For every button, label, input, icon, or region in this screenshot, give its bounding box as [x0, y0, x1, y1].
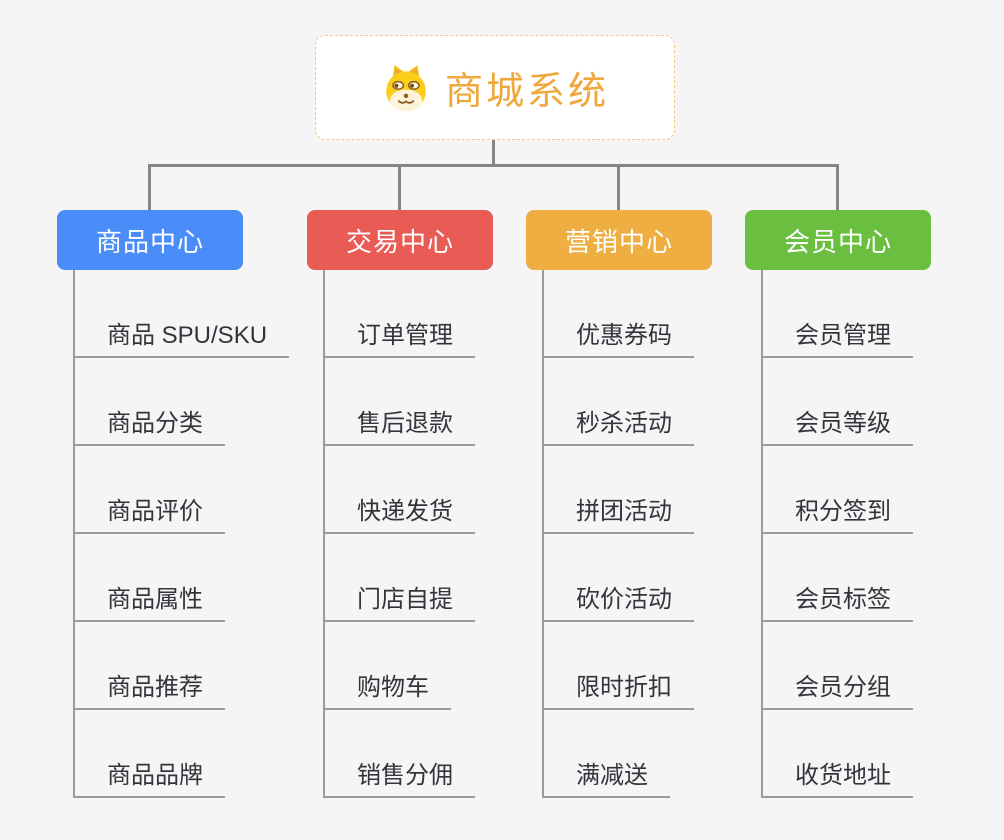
branch-label: 营销中心 — [564, 226, 673, 257]
node-item[interactable]: 门店自提 — [323, 534, 475, 622]
connector-drop-marketing — [617, 164, 620, 211]
node-item[interactable]: 优惠券码 — [542, 270, 694, 358]
node-item[interactable]: 积分签到 — [761, 446, 913, 534]
node-item[interactable]: 商品 SPU/SKU — [73, 270, 290, 358]
connector-root-vertical — [492, 139, 495, 166]
branch-column-marketing: 优惠券码 秒杀活动 拼团活动 砍价活动 限时折扣 满减送 — [542, 270, 694, 798]
connector-drop-trade — [398, 164, 401, 211]
node-item[interactable]: 会员标签 — [761, 534, 913, 622]
branch-header-trade[interactable]: 交易中心 — [307, 210, 493, 270]
branch-header-products[interactable]: 商品中心 — [57, 210, 243, 270]
node-item[interactable]: 快递发货 — [323, 446, 475, 534]
node-item[interactable]: 商品分类 — [73, 358, 225, 446]
branch-column-trade: 订单管理 售后退款 快递发货 门店自提 购物车 销售分佣 — [323, 270, 475, 798]
node-item[interactable]: 商品评价 — [73, 446, 225, 534]
branch-header-marketing[interactable]: 营销中心 — [526, 210, 712, 270]
node-item[interactable]: 商品属性 — [73, 534, 225, 622]
node-item[interactable]: 订单管理 — [323, 270, 475, 358]
branch-column-members: 会员管理 会员等级 积分签到 会员标签 会员分组 收货地址 — [761, 270, 913, 798]
branch-stem-line — [323, 270, 325, 798]
connector-horizontal — [148, 164, 839, 167]
node-item[interactable]: 会员分组 — [761, 622, 913, 710]
branch-label: 商品中心 — [95, 226, 204, 257]
branch-label: 交易中心 — [345, 226, 454, 257]
node-item[interactable]: 秒杀活动 — [542, 358, 694, 446]
branch-stem-line — [542, 270, 544, 798]
connector-drop-members — [836, 164, 839, 211]
branch-header-members[interactable]: 会员中心 — [745, 210, 931, 270]
root-node[interactable]: 商城系统 — [315, 35, 675, 140]
root-title: 商城系统 — [444, 71, 609, 113]
branch-stem-line — [761, 270, 763, 798]
node-item[interactable]: 会员等级 — [761, 358, 913, 446]
node-item[interactable]: 商品品牌 — [73, 710, 225, 798]
node-item[interactable]: 满减送 — [542, 710, 670, 798]
node-item[interactable]: 限时折扣 — [542, 622, 694, 710]
node-item[interactable]: 收货地址 — [761, 710, 913, 798]
node-item[interactable]: 拼团活动 — [542, 446, 694, 534]
node-item[interactable]: 会员管理 — [761, 270, 913, 358]
node-item[interactable]: 商品推荐 — [73, 622, 225, 710]
node-item[interactable]: 购物车 — [323, 622, 451, 710]
branch-stem-line — [73, 270, 75, 798]
branch-label: 会员中心 — [783, 226, 892, 257]
doge-icon — [386, 64, 426, 111]
node-item[interactable]: 销售分佣 — [323, 710, 475, 798]
connector-drop-products — [148, 164, 151, 211]
node-item[interactable]: 砍价活动 — [542, 534, 694, 622]
branch-column-products: 商品 SPU/SKU 商品分类 商品评价 商品属性 商品推荐 商品品牌 — [73, 270, 290, 798]
node-item[interactable]: 售后退款 — [323, 358, 475, 446]
